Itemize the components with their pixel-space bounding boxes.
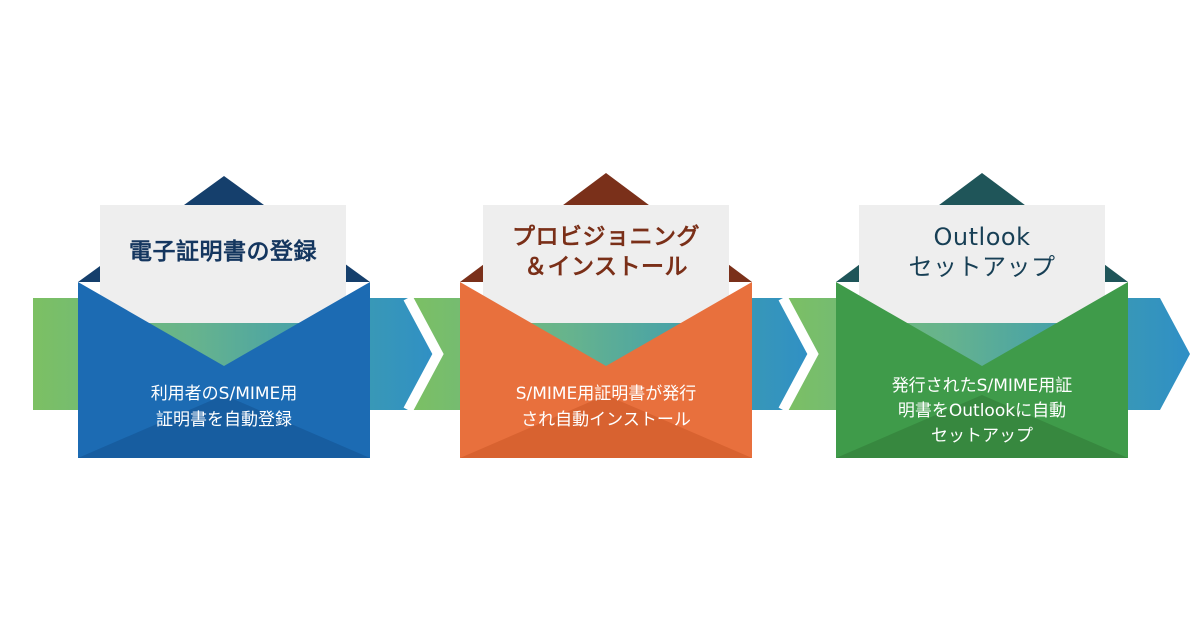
chevron-separator-2 — [778, 295, 819, 413]
step2-desc-line: され自動インストール — [521, 410, 691, 430]
step1-title: 電子証明書の登録 — [100, 208, 346, 296]
step1-envelope-front — [78, 282, 370, 458]
chevron-separator-1 — [403, 295, 444, 413]
step1-desc-line: 証明書を自動登録 — [156, 410, 292, 430]
step1-envelope-icon — [78, 176, 370, 458]
step3-title: Outlook セットアップ — [859, 208, 1105, 296]
step3-envelope-front — [836, 282, 1128, 458]
step2-letter — [483, 205, 729, 323]
step3-desc-line: セットアップ — [931, 426, 1033, 446]
step2-desc-line: S/MIME用証明書が発行 — [515, 384, 697, 404]
step2-envelope-icon — [460, 173, 752, 458]
step2-title-line: ＆インストール — [523, 254, 689, 280]
step1-description: 利用者のS/MIME用 証明書を自動登録 — [78, 381, 370, 433]
step2-envelope-front — [460, 282, 752, 458]
step3-description: 発行されたS/MIME用証 明書をOutlookに自動 セットアップ — [836, 374, 1128, 449]
step3-envelope-icon — [836, 173, 1128, 458]
step3-letter — [859, 205, 1105, 323]
step2-title-line: プロビジョニング — [512, 224, 700, 250]
step3-title-line: Outlook — [933, 223, 1031, 251]
step3-envelope-bottom-fold — [836, 395, 1128, 458]
step2-envelope-bottom-fold — [460, 395, 752, 458]
step1-desc-line: 利用者のS/MIME用 — [150, 384, 298, 404]
step1-letter — [100, 205, 346, 323]
step3-title-line: セットアップ — [908, 253, 1056, 281]
step1-envelope-bottom-fold — [78, 395, 370, 458]
step3-desc-line: 明書をOutlookに自動 — [897, 401, 1067, 421]
step2-title: プロビジョニング ＆インストール — [483, 208, 729, 296]
step1-title-line: 電子証明書の登録 — [129, 239, 317, 265]
step3-desc-line: 発行されたS/MIME用証 — [891, 376, 1073, 396]
step2-description: S/MIME用証明書が発行 され自動インストール — [460, 381, 752, 433]
